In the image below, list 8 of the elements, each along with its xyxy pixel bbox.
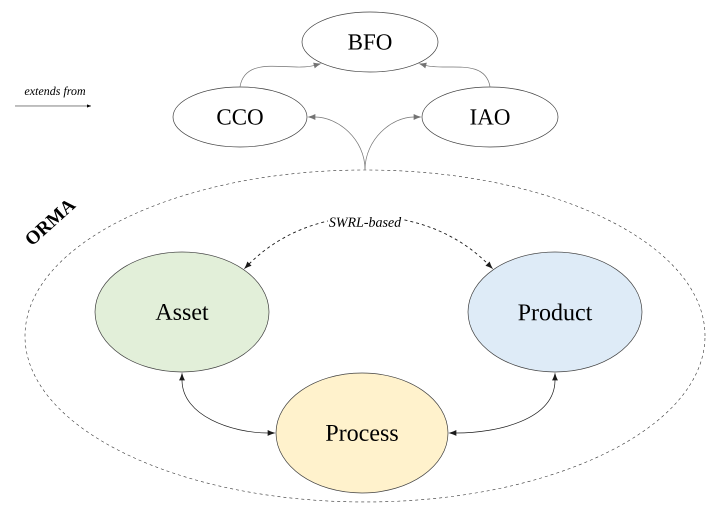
legend-text: extends from (24, 86, 86, 98)
edge-label: SWRL-based (328, 216, 402, 228)
arrow (419, 62, 490, 87)
arrow (364, 114, 421, 170)
arrow (179, 373, 275, 436)
arrow (240, 62, 321, 87)
arrow (449, 373, 558, 436)
arrow (308, 114, 366, 170)
